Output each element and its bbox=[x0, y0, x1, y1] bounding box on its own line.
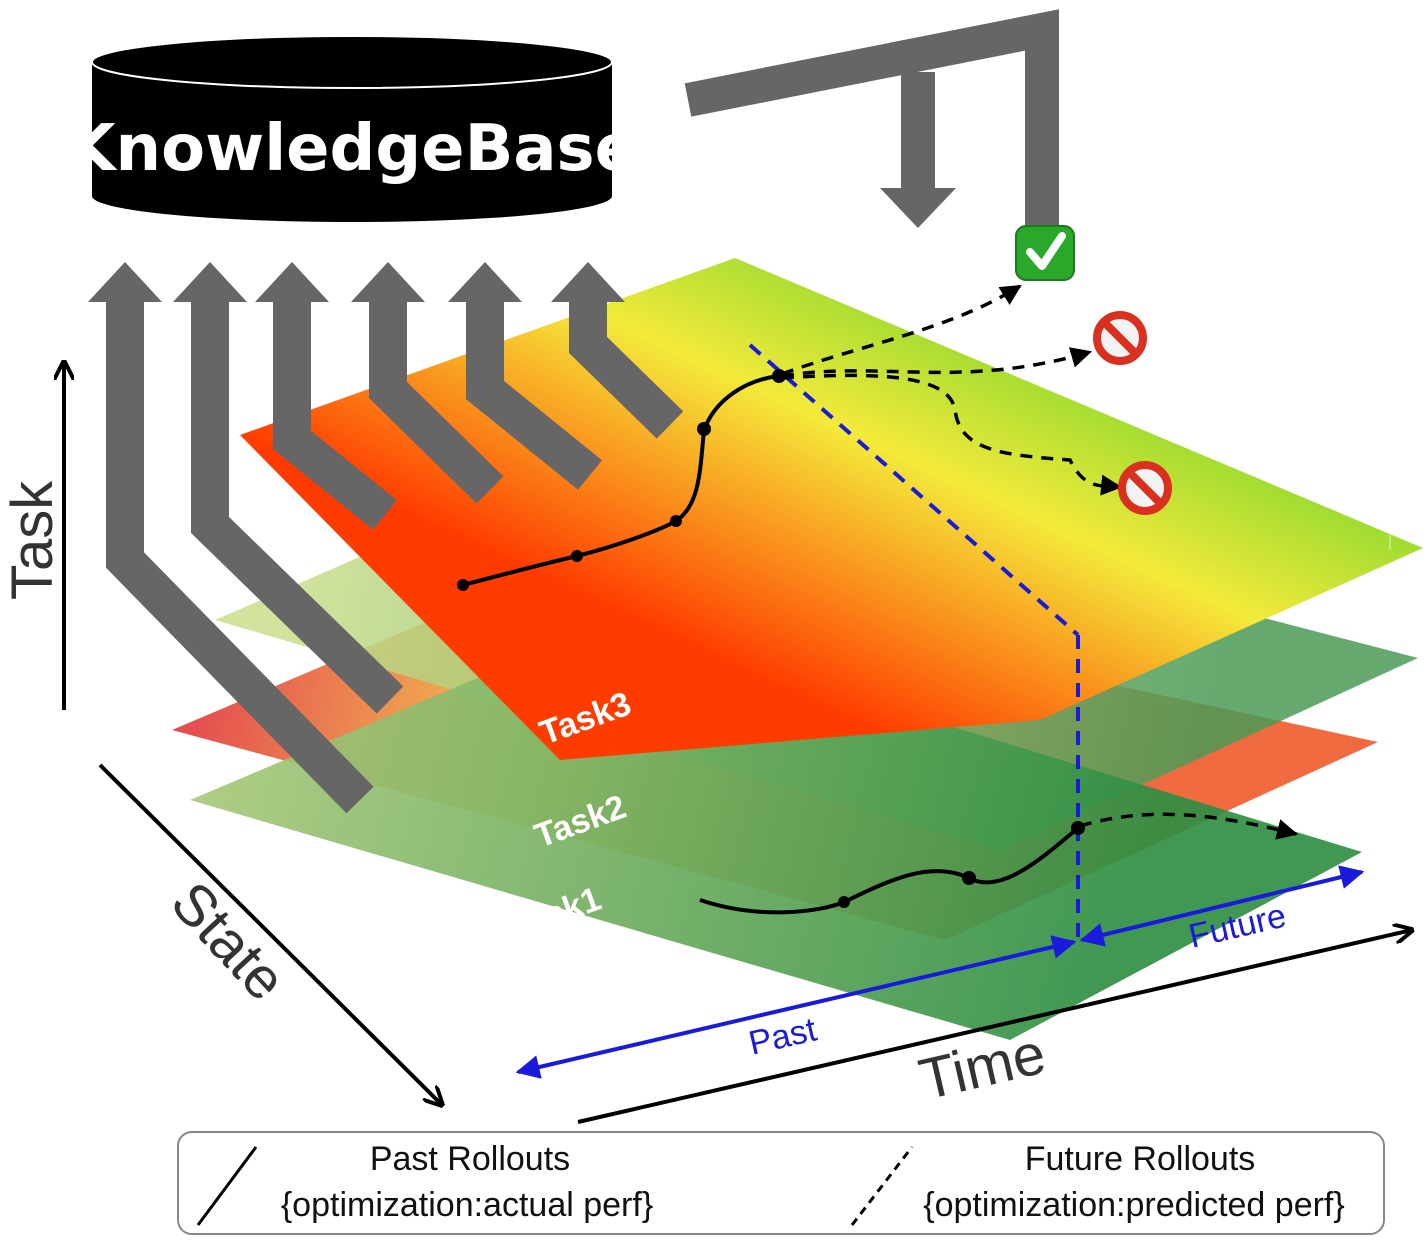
legend-past-title: Past Rollouts bbox=[370, 1140, 570, 1178]
upload-arrows bbox=[106, 300, 684, 814]
legend-future-title: Future Rollouts bbox=[1025, 1140, 1256, 1178]
legend-solid-line bbox=[196, 1146, 258, 1226]
task-axis-label: Task bbox=[0, 480, 65, 600]
future-range bbox=[1079, 865, 1365, 947]
legend-dashed-line bbox=[850, 1146, 914, 1226]
legend-past-subtitle: {optimization:actual perf} bbox=[281, 1186, 653, 1224]
task0-past-rollout bbox=[699, 826, 1080, 915]
no-entry-icon bbox=[1118, 461, 1172, 515]
knowledge-base: KnowledgeBase bbox=[66, 35, 638, 222]
time-divider-line bbox=[748, 343, 1080, 637]
upload-arrowheads bbox=[88, 262, 625, 302]
task3-future-rollouts bbox=[781, 284, 1123, 496]
task0-label: Task0 bbox=[475, 980, 576, 1048]
legend: Past Rollouts {optimization:actual perf}… bbox=[177, 1131, 1385, 1235]
task3-plane bbox=[240, 258, 1423, 760]
task3-rollout-points bbox=[457, 369, 786, 591]
feedback-arrow bbox=[684, 9, 1059, 228]
state-axis bbox=[98, 763, 442, 1105]
time-axis-label: Time bbox=[913, 1021, 1051, 1113]
past-range bbox=[515, 935, 1077, 1079]
check-mark-icon bbox=[1015, 225, 1075, 281]
legend-future-subtitle: {optimization:predicted perf} bbox=[923, 1186, 1344, 1224]
task0-future-rollout bbox=[1079, 812, 1299, 840]
knowledge-base-label: KnowledgeBase bbox=[66, 112, 638, 186]
task3-grid bbox=[1179, 350, 1391, 550]
no-entry-icon bbox=[1093, 311, 1147, 365]
feedback-arrowhead bbox=[880, 188, 956, 228]
